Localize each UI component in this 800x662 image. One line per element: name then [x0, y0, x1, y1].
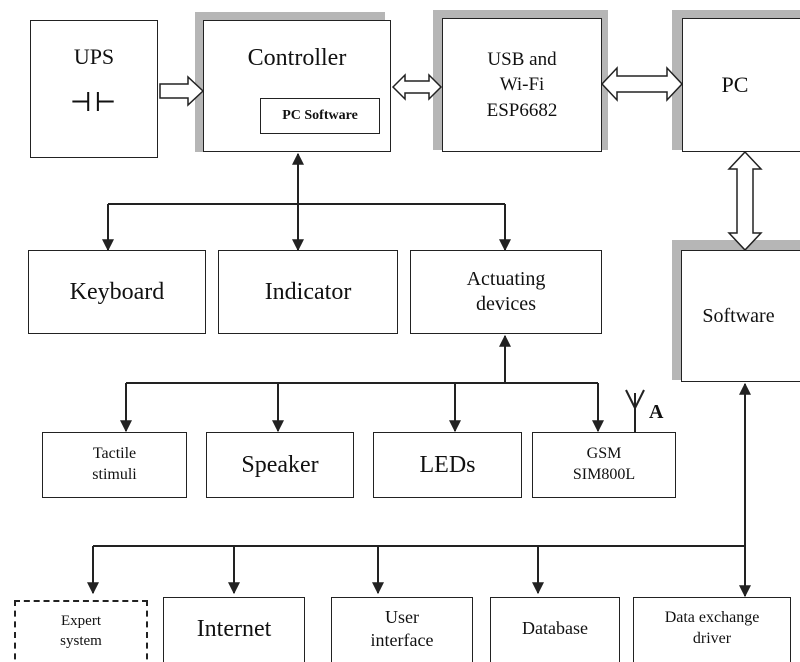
controller-bus	[102, 152, 511, 252]
user-interface-line2: interface	[370, 630, 434, 650]
gsm-line2: SIM800L	[572, 466, 636, 483]
data-exchange-line1: Data exchange	[664, 609, 760, 627]
tactile-line1: Tactile	[92, 445, 137, 463]
antenna-icon	[625, 389, 645, 432]
usb-wifi-line3: ESP6682	[486, 99, 558, 121]
indicator-label: Indicator	[264, 279, 352, 305]
pc-software-label: PC Software	[282, 108, 358, 124]
speaker-block: Speaker	[206, 432, 354, 498]
actuating-line1: Actuating	[466, 268, 546, 290]
usb-wifi-line2: Wi-Fi	[499, 74, 545, 96]
battery-symbol-icon: ⊣⊢	[69, 87, 119, 117]
keyboard-block: Keyboard	[28, 250, 206, 334]
antenna-label: A	[649, 401, 664, 423]
pc-block: PC	[682, 18, 800, 152]
controller-usb-double-arrow	[391, 73, 443, 101]
software-label: Software	[702, 304, 775, 327]
gsm-block: GSM SIM800L	[532, 432, 676, 498]
leds-label: LEDs	[419, 452, 476, 478]
data-exchange-driver-block: Data exchange driver	[633, 597, 791, 662]
ups-to-controller-arrow	[159, 75, 205, 107]
software-block: Software	[681, 250, 800, 382]
user-interface-block: User interface	[331, 597, 473, 662]
controller-label: Controller	[247, 45, 347, 71]
pc-software-double-arrow	[727, 150, 763, 252]
database-block: Database	[490, 597, 620, 662]
data-exchange-line2: driver	[692, 630, 732, 647]
usb-wifi-block: USB and Wi-Fi ESP6682	[442, 18, 602, 152]
usb-wifi-line1: USB and	[487, 48, 557, 70]
expert-system-block: Expert system	[14, 600, 148, 662]
speaker-label: Speaker	[241, 452, 319, 478]
usb-pc-double-arrow	[600, 66, 684, 102]
actuating-devices-block: Actuating devices	[410, 250, 602, 334]
pc-label: PC	[721, 72, 749, 97]
actuating-line2: devices	[476, 293, 536, 315]
ups-block: UPS ⊣⊢	[30, 20, 158, 158]
indicator-block: Indicator	[218, 250, 398, 334]
tactile-stimuli-block: Tactile stimuli	[42, 432, 187, 498]
ups-label: UPS	[73, 44, 115, 69]
internet-label: Internet	[196, 616, 272, 642]
tactile-line2: stimuli	[92, 466, 137, 483]
gsm-line1: GSM	[586, 445, 622, 463]
software-bus	[87, 382, 751, 598]
actuating-bus	[120, 334, 604, 433]
expert-line2: system	[60, 633, 102, 649]
internet-block: Internet	[163, 597, 305, 662]
expert-line1: Expert	[61, 612, 101, 629]
user-interface-line1: User	[385, 606, 419, 627]
keyboard-label: Keyboard	[69, 279, 165, 305]
database-label: Database	[522, 618, 588, 639]
leds-block: LEDs	[373, 432, 522, 498]
pc-software-sub-block: PC Software	[260, 98, 380, 134]
